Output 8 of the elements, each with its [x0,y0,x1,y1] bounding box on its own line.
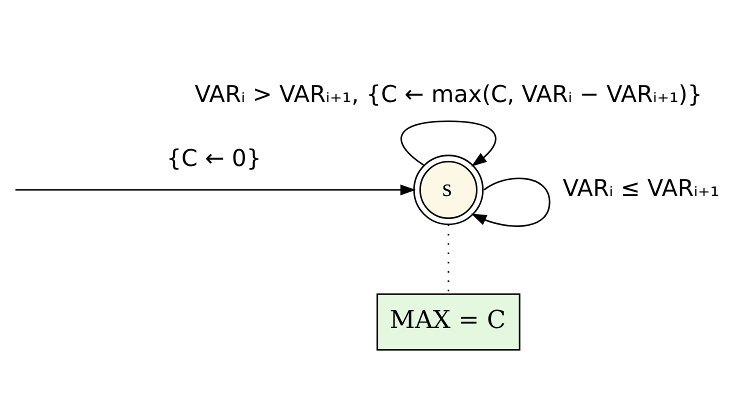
edge-label: VARᵢ ≤ VARᵢ₊₁ [562,175,720,202]
arrow [15,184,416,196]
arrow [400,120,496,167]
arrow [471,178,550,227]
node-circle: s [413,154,484,226]
edge-label: {C ← 0} [166,144,262,172]
edge-label: VARᵢ > VARᵢ₊₁, {C ← max(C, VARᵢ − VARᵢ₊₁)} [194,80,702,108]
node-box: MAX = C [376,293,520,351]
